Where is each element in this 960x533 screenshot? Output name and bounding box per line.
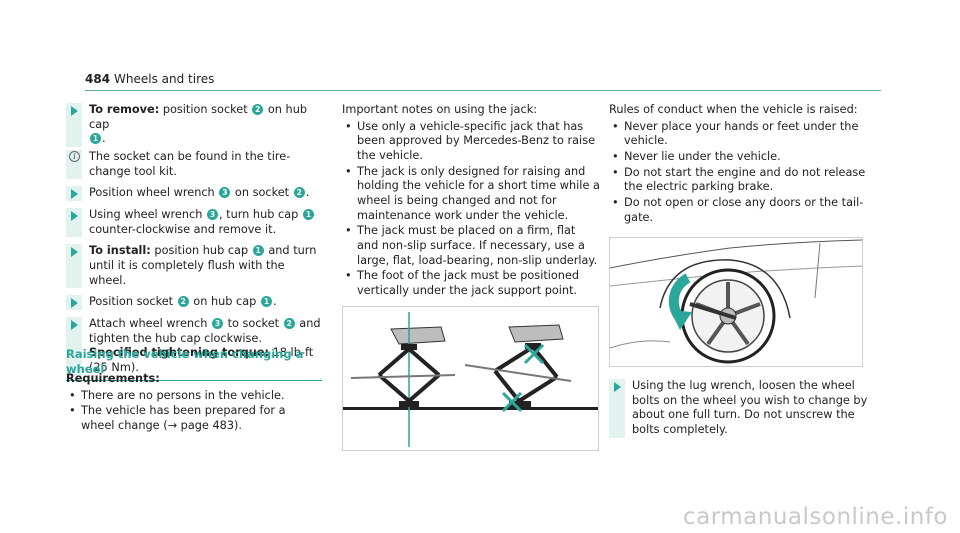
callout-badge: 2 — [283, 318, 295, 330]
list-item: Do not start the engine and do not relea… — [609, 166, 871, 195]
step-arrow-icon — [71, 189, 78, 200]
step-arrow-icon — [71, 211, 78, 222]
callout-badge: 1 — [302, 209, 314, 221]
page-title: Wheels and tires — [114, 72, 215, 86]
watermark: carmanualsonline.info — [682, 504, 948, 531]
column-1: To remove: position socket 2 on hub cap … — [66, 103, 322, 383]
column-3: Rules of conduct when the vehicle is rai… — [609, 103, 871, 226]
callout-badge: 2 — [252, 104, 264, 115]
step-position-wrench: Position wheel wrench 3 on socket 2. — [66, 186, 322, 202]
list-item: The jack must be placed on a firm, flat … — [342, 224, 600, 268]
incorrect-cross-icon — [501, 343, 545, 413]
step-remove: To remove: position socket 2 on hub cap … — [66, 103, 322, 148]
requirements-list: There are no persons in the vehicle. The… — [66, 389, 322, 434]
jack-notes-intro: Important notes on using the jack: — [342, 103, 538, 116]
list-item: There are no persons in the vehicle. — [66, 389, 322, 404]
step-install: To install: position hub cap 1 and turn … — [66, 244, 322, 289]
list-item: The foot of the jack must be positioned … — [342, 269, 600, 298]
requirements-label: Requirements: — [66, 372, 160, 385]
callout-badge: 2 — [293, 187, 305, 199]
callout-badge: 3 — [219, 187, 231, 199]
list-item: Use only a vehicle-specific jack that ha… — [342, 120, 600, 164]
list-item: Never lie under the vehicle. — [609, 150, 871, 165]
section-heading: Raising the vehicle when changing a whee… — [66, 347, 322, 381]
list-item: Do not open or close any doors or the ta… — [609, 196, 871, 225]
list-item: The vehicle has been prepared for a whee… — [66, 404, 322, 433]
wheel-diagram — [609, 239, 863, 364]
step-arrow-icon — [71, 298, 78, 309]
callout-badge: 3 — [212, 318, 224, 330]
page-number: 484 — [85, 72, 111, 86]
requirements: Requirements: There are no persons in th… — [66, 372, 322, 435]
raised-rules-list: Never place your hands or feet under the… — [609, 120, 871, 226]
info-note: i The socket can be found in the tire-ch… — [66, 150, 322, 180]
step-arrow-icon — [71, 247, 78, 258]
step-position-socket: Position socket 2 on hub cap 1. — [66, 295, 322, 311]
step-tighten: Attach wheel wrench 3 to socket 2 and ti… — [66, 317, 322, 376]
step-arrow-icon — [71, 320, 78, 331]
step-arrow-icon — [614, 382, 621, 392]
column-2: Important notes on using the jack: Use o… — [342, 103, 600, 300]
step-loosen-bolts: Using the lug wrench, loosen the wheel b… — [609, 379, 871, 438]
page-header: 484 Wheels and tires — [85, 71, 881, 91]
info-icon: i — [69, 151, 80, 163]
list-item: The jack is only designed for raising an… — [342, 165, 600, 224]
callout-badge: 2 — [177, 296, 189, 308]
callout-badge: 1 — [90, 133, 101, 145]
jack-diagram — [343, 312, 598, 447]
jack-notes-list: Use only a vehicle-specific jack that ha… — [342, 120, 600, 299]
jack-illustration — [342, 306, 599, 451]
step-arrow-icon — [71, 106, 78, 116]
step-turn-hub-cap: Using wheel wrench 3, turn hub cap 1 cou… — [66, 208, 322, 238]
wheel-bolt-illustration — [609, 237, 863, 367]
raised-rules-intro: Rules of conduct when the vehicle is rai… — [609, 103, 858, 116]
callout-badge: 1 — [260, 296, 272, 308]
list-item: Never place your hands or feet under the… — [609, 120, 871, 149]
callout-badge: 1 — [252, 245, 264, 257]
callout-badge: 3 — [206, 209, 218, 221]
